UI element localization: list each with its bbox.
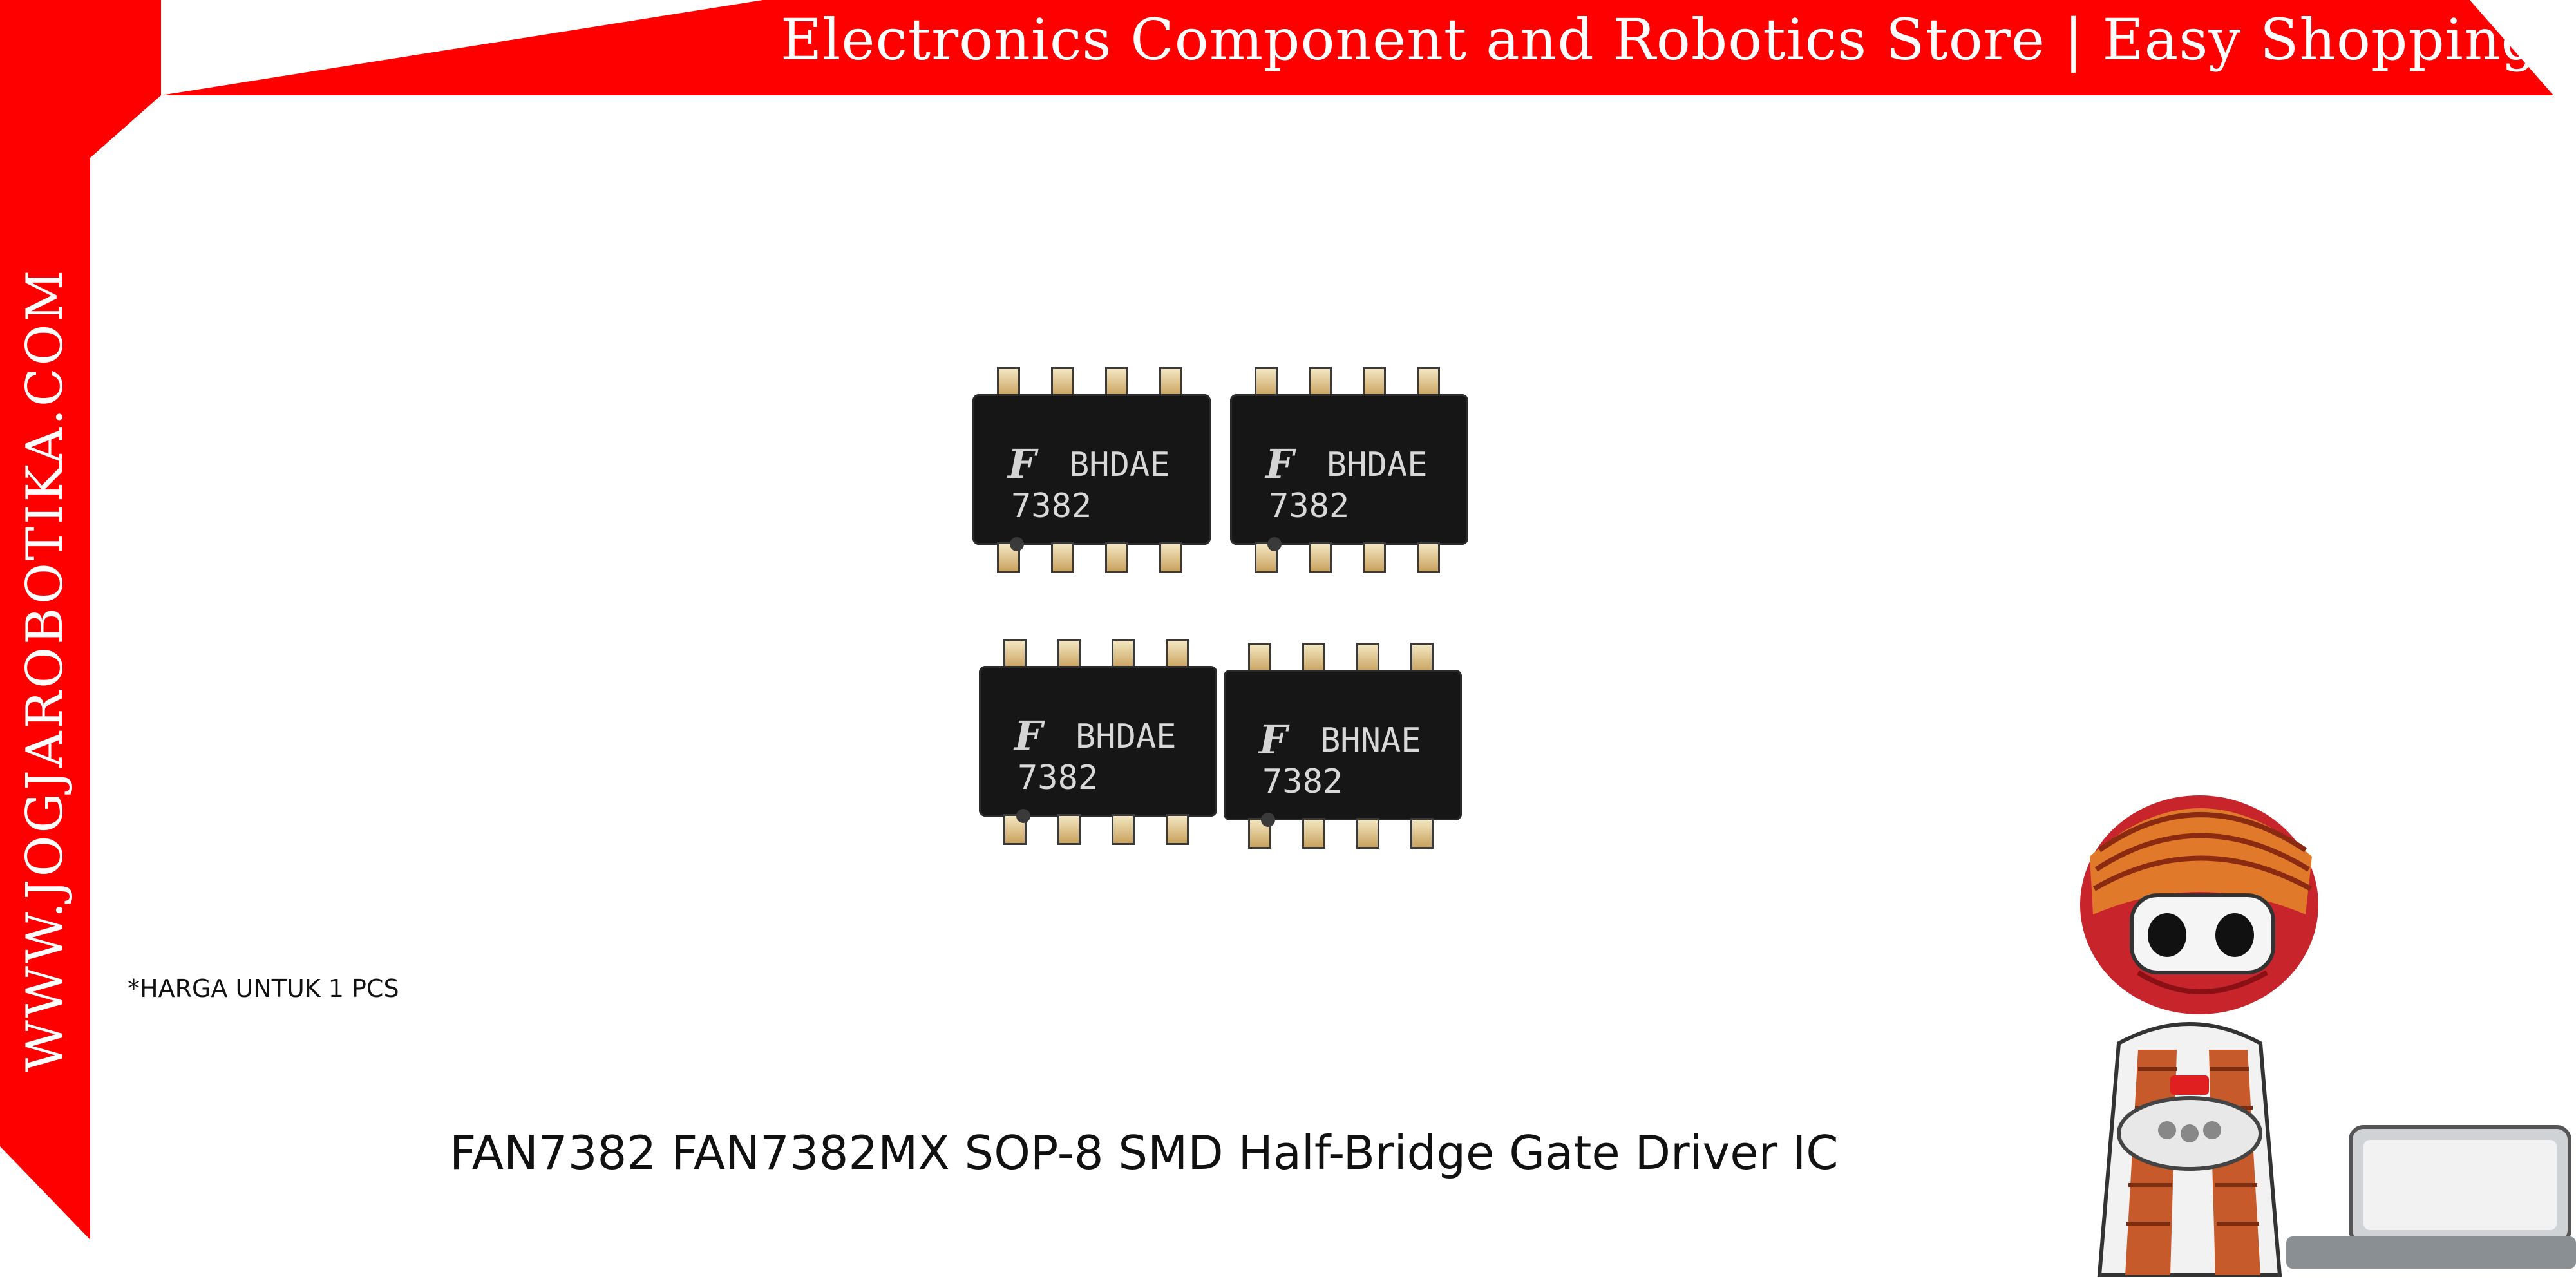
robot-mascot-icon [2080, 795, 2576, 1277]
pin1-dot [1261, 813, 1275, 827]
chip-bottom-right: F BHNAE 7382 [1224, 643, 1462, 849]
chip-body [1224, 670, 1462, 820]
fairchild-logo-icon: F [1008, 440, 1037, 488]
chip-part: 7382 [1262, 762, 1343, 801]
product-photo: F BHDAE 7382 F BHDAE 7382 F BHDAE 7382 F… [953, 361, 1533, 940]
fairchild-logo-icon: F [1259, 716, 1288, 763]
chip-bottom-left: F BHDAE 7382 [979, 639, 1217, 845]
fairchild-logo-icon: F [1265, 440, 1294, 488]
chip-code: BHDAE [1075, 717, 1177, 756]
chip-code: BHDAE [1327, 446, 1428, 484]
chip-part: 7382 [1018, 759, 1099, 797]
side-banner-url: WWW.JOGJAROBOTIKA.COM [16, 267, 74, 1072]
fairchild-logo-icon: F [1014, 712, 1043, 759]
chip-body [972, 394, 1211, 545]
side-banner-shape [0, 0, 161, 1240]
chip-code: BHDAE [1069, 446, 1170, 484]
chip-top-right: F BHDAE 7382 [1230, 367, 1468, 573]
pin1-dot [1267, 537, 1282, 551]
chip-code: BHNAE [1320, 721, 1421, 760]
chip-body [1230, 394, 1468, 545]
pin1-dot [1016, 809, 1030, 823]
product-title: FAN7382 FAN7382MX SOP-8 SMD Half-Bridge … [450, 1126, 1839, 1180]
chip-body [979, 666, 1217, 817]
chip-part: 7382 [1269, 487, 1350, 526]
chip-top-left: F BHDAE 7382 [972, 367, 1211, 573]
top-banner-shape [161, 0, 2553, 95]
price-note: *HARGA UNTUK 1 PCS [128, 974, 399, 1003]
chip-part: 7382 [1011, 487, 1092, 526]
banner-title: Electronics Component and Robotics Store… [781, 6, 2538, 73]
pin1-dot [1010, 537, 1024, 551]
